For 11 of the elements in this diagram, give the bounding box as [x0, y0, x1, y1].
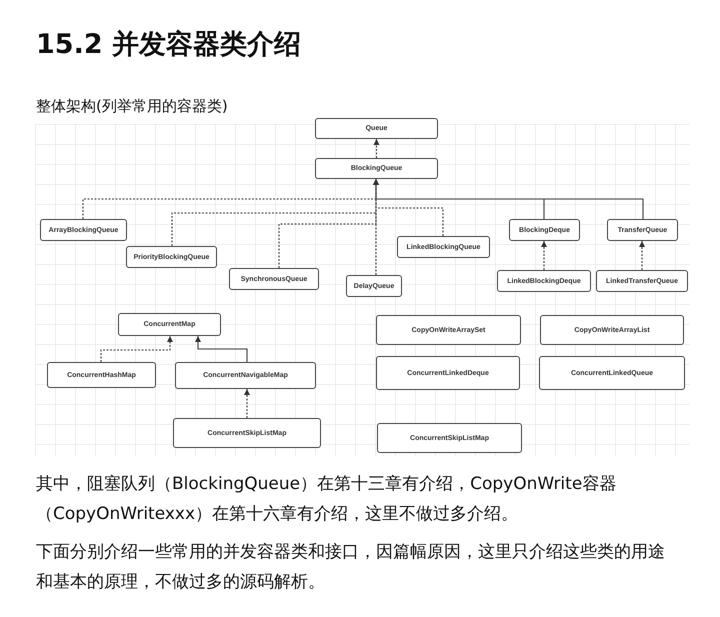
arrow: [639, 241, 645, 270]
arrow: [541, 241, 547, 270]
arrow: [373, 179, 644, 219]
arrow: [374, 139, 380, 158]
arrow: [100, 336, 173, 362]
arrow: [195, 336, 248, 362]
arrow: [244, 389, 250, 418]
title: 15.2 并发容器类介绍: [36, 28, 302, 62]
subheading: 整体架构(列举常用的容器类): [36, 96, 229, 117]
paragraph: 下面分别介绍一些常用的并发容器类和接口，因篇幅原因，这里只介绍这些类的用途和基本的原理，不做过多的源码解析。: [36, 541, 666, 594]
paragraph: 其中，阻塞队列（BlockingQueue）在第十三章有介绍，CopyOnWrite容器（CopyOnWritexxx）在第十六章有介绍，这里不做过多介绍。: [36, 473, 618, 526]
